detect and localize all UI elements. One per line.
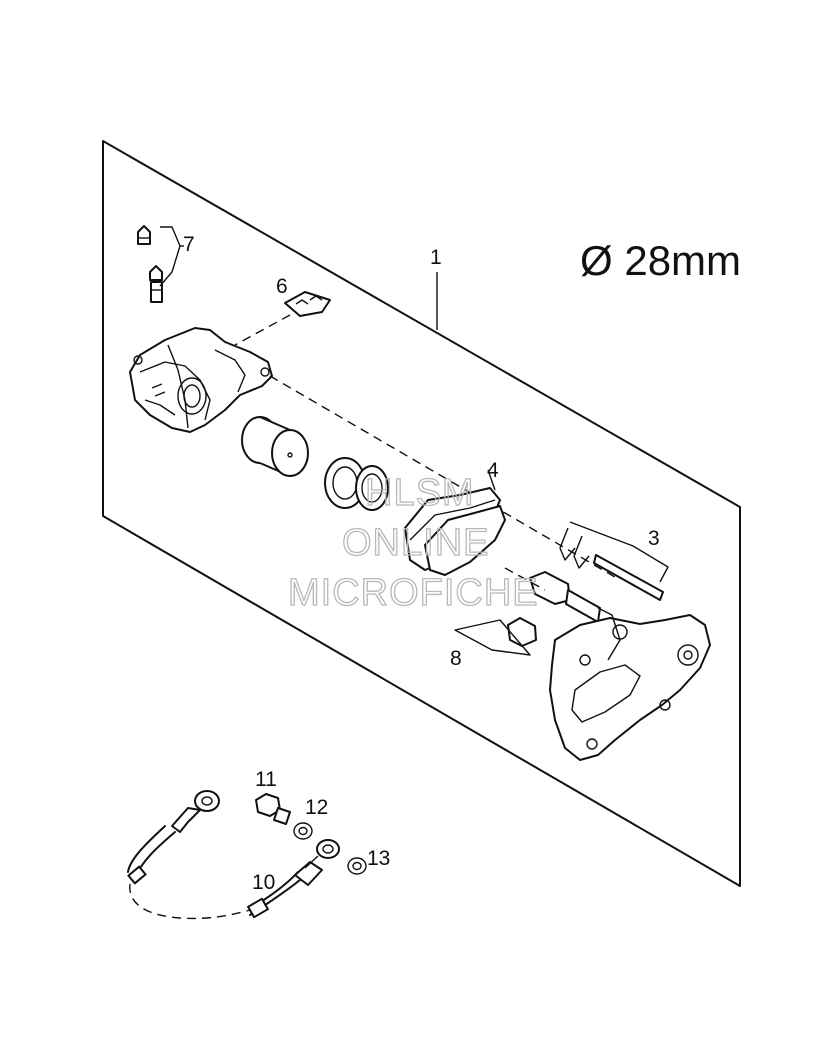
part-8-label: 8 (450, 647, 462, 670)
brake-hose: 10 (127, 790, 340, 920)
watermark: HLSM ONLINE MICROFICHE (287, 471, 539, 614)
part-4-label: 4 (487, 459, 499, 482)
part-7-label: 7 (183, 233, 195, 256)
part-12-label: 12 (305, 796, 328, 819)
washer-12: 12 (293, 796, 328, 840)
watermark-line-3: MICROFICHE (288, 572, 539, 614)
brake-pads: 4 (404, 459, 506, 576)
assembly-panel-outline (102, 140, 741, 887)
piston-seals (324, 457, 389, 511)
washer-13: 13 (347, 847, 390, 875)
pad-retainer-clip: 6 (234, 275, 331, 346)
rubber-boot: 8 (450, 617, 537, 670)
banjo-bolt: 11 (255, 768, 291, 825)
caliper-body (129, 327, 273, 433)
part-6-label: 6 (276, 275, 288, 298)
piston (241, 416, 309, 477)
watermark-line-1: HLSM (365, 472, 475, 514)
part-13-label: 13 (367, 847, 390, 870)
caliper-bracket (549, 607, 711, 761)
part-10-label: 10 (252, 871, 275, 894)
part-11-label: 11 (255, 768, 277, 791)
pad-pin-and-clips: 3 (559, 521, 669, 601)
piston-diameter-spec: Ø 28mm (580, 237, 741, 284)
part-1-label: 1 (430, 246, 442, 269)
bleeder-screws: 7 (137, 225, 195, 303)
part-3-label: 3 (648, 527, 660, 550)
watermark-line-2: ONLINE (342, 522, 489, 564)
part-1-callout: 1 (430, 246, 442, 330)
